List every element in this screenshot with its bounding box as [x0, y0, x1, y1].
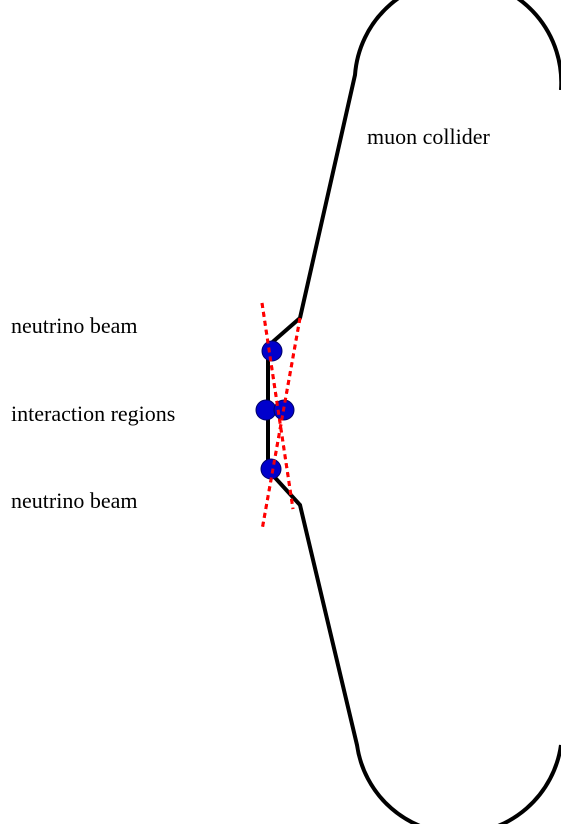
muon-collider-label: muon collider — [367, 124, 490, 149]
interaction-regions-label: interaction regions — [11, 401, 175, 426]
interaction-region-middle-left — [255, 399, 277, 421]
neutrino-beam-label-top: neutrino beam — [11, 313, 137, 338]
neutrino-beam-label-bottom: neutrino beam — [11, 488, 137, 513]
interaction-region-bottom — [260, 458, 282, 480]
collider-ring — [266, 0, 561, 824]
neutrino-beam-line-left-overlay — [260, 302, 295, 510]
interaction-region-top — [261, 340, 283, 362]
